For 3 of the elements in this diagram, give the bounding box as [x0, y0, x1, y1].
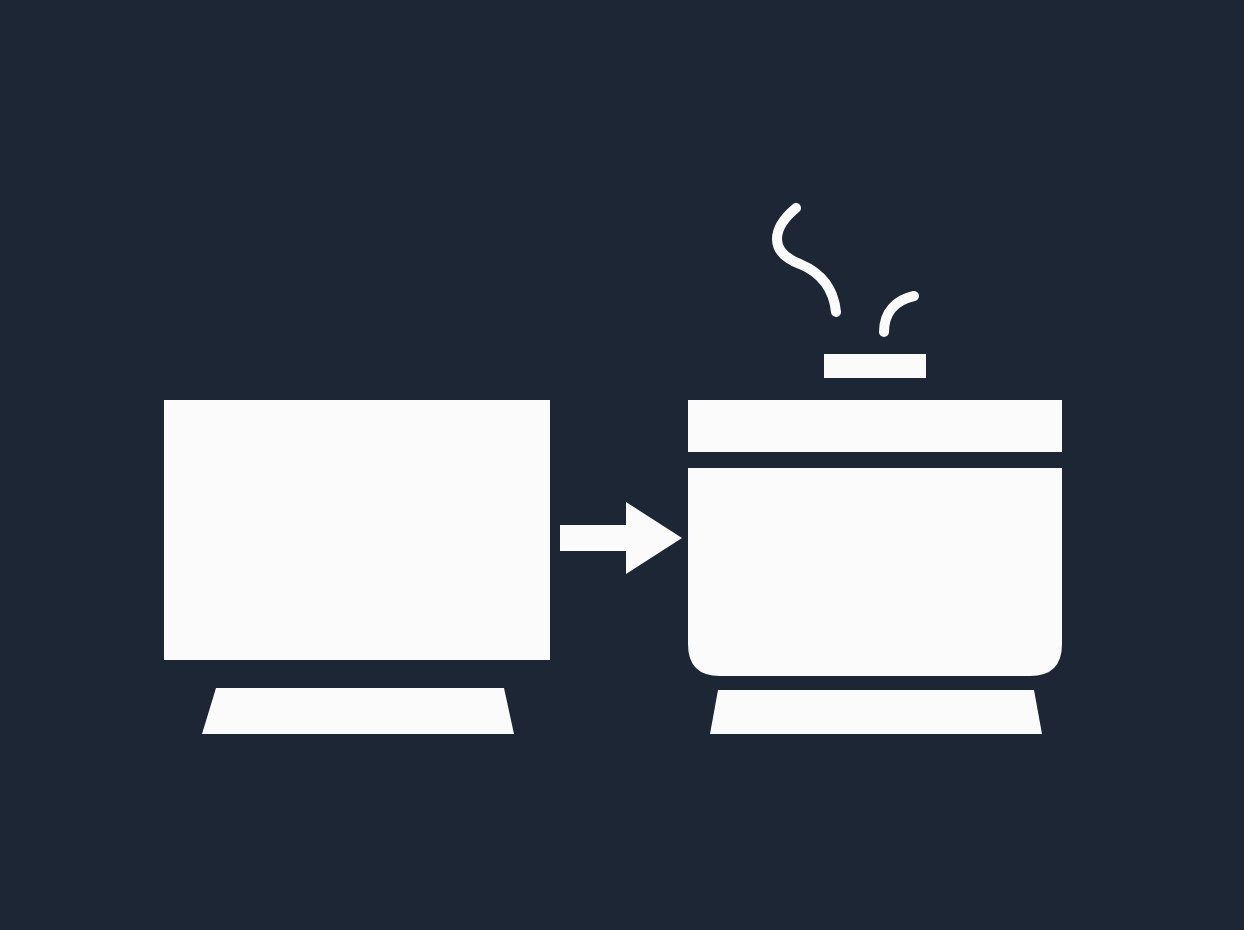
arrow — [560, 502, 682, 574]
steaming-pot-illustration — [688, 200, 1062, 734]
computer-monitor-illustration — [164, 400, 550, 734]
